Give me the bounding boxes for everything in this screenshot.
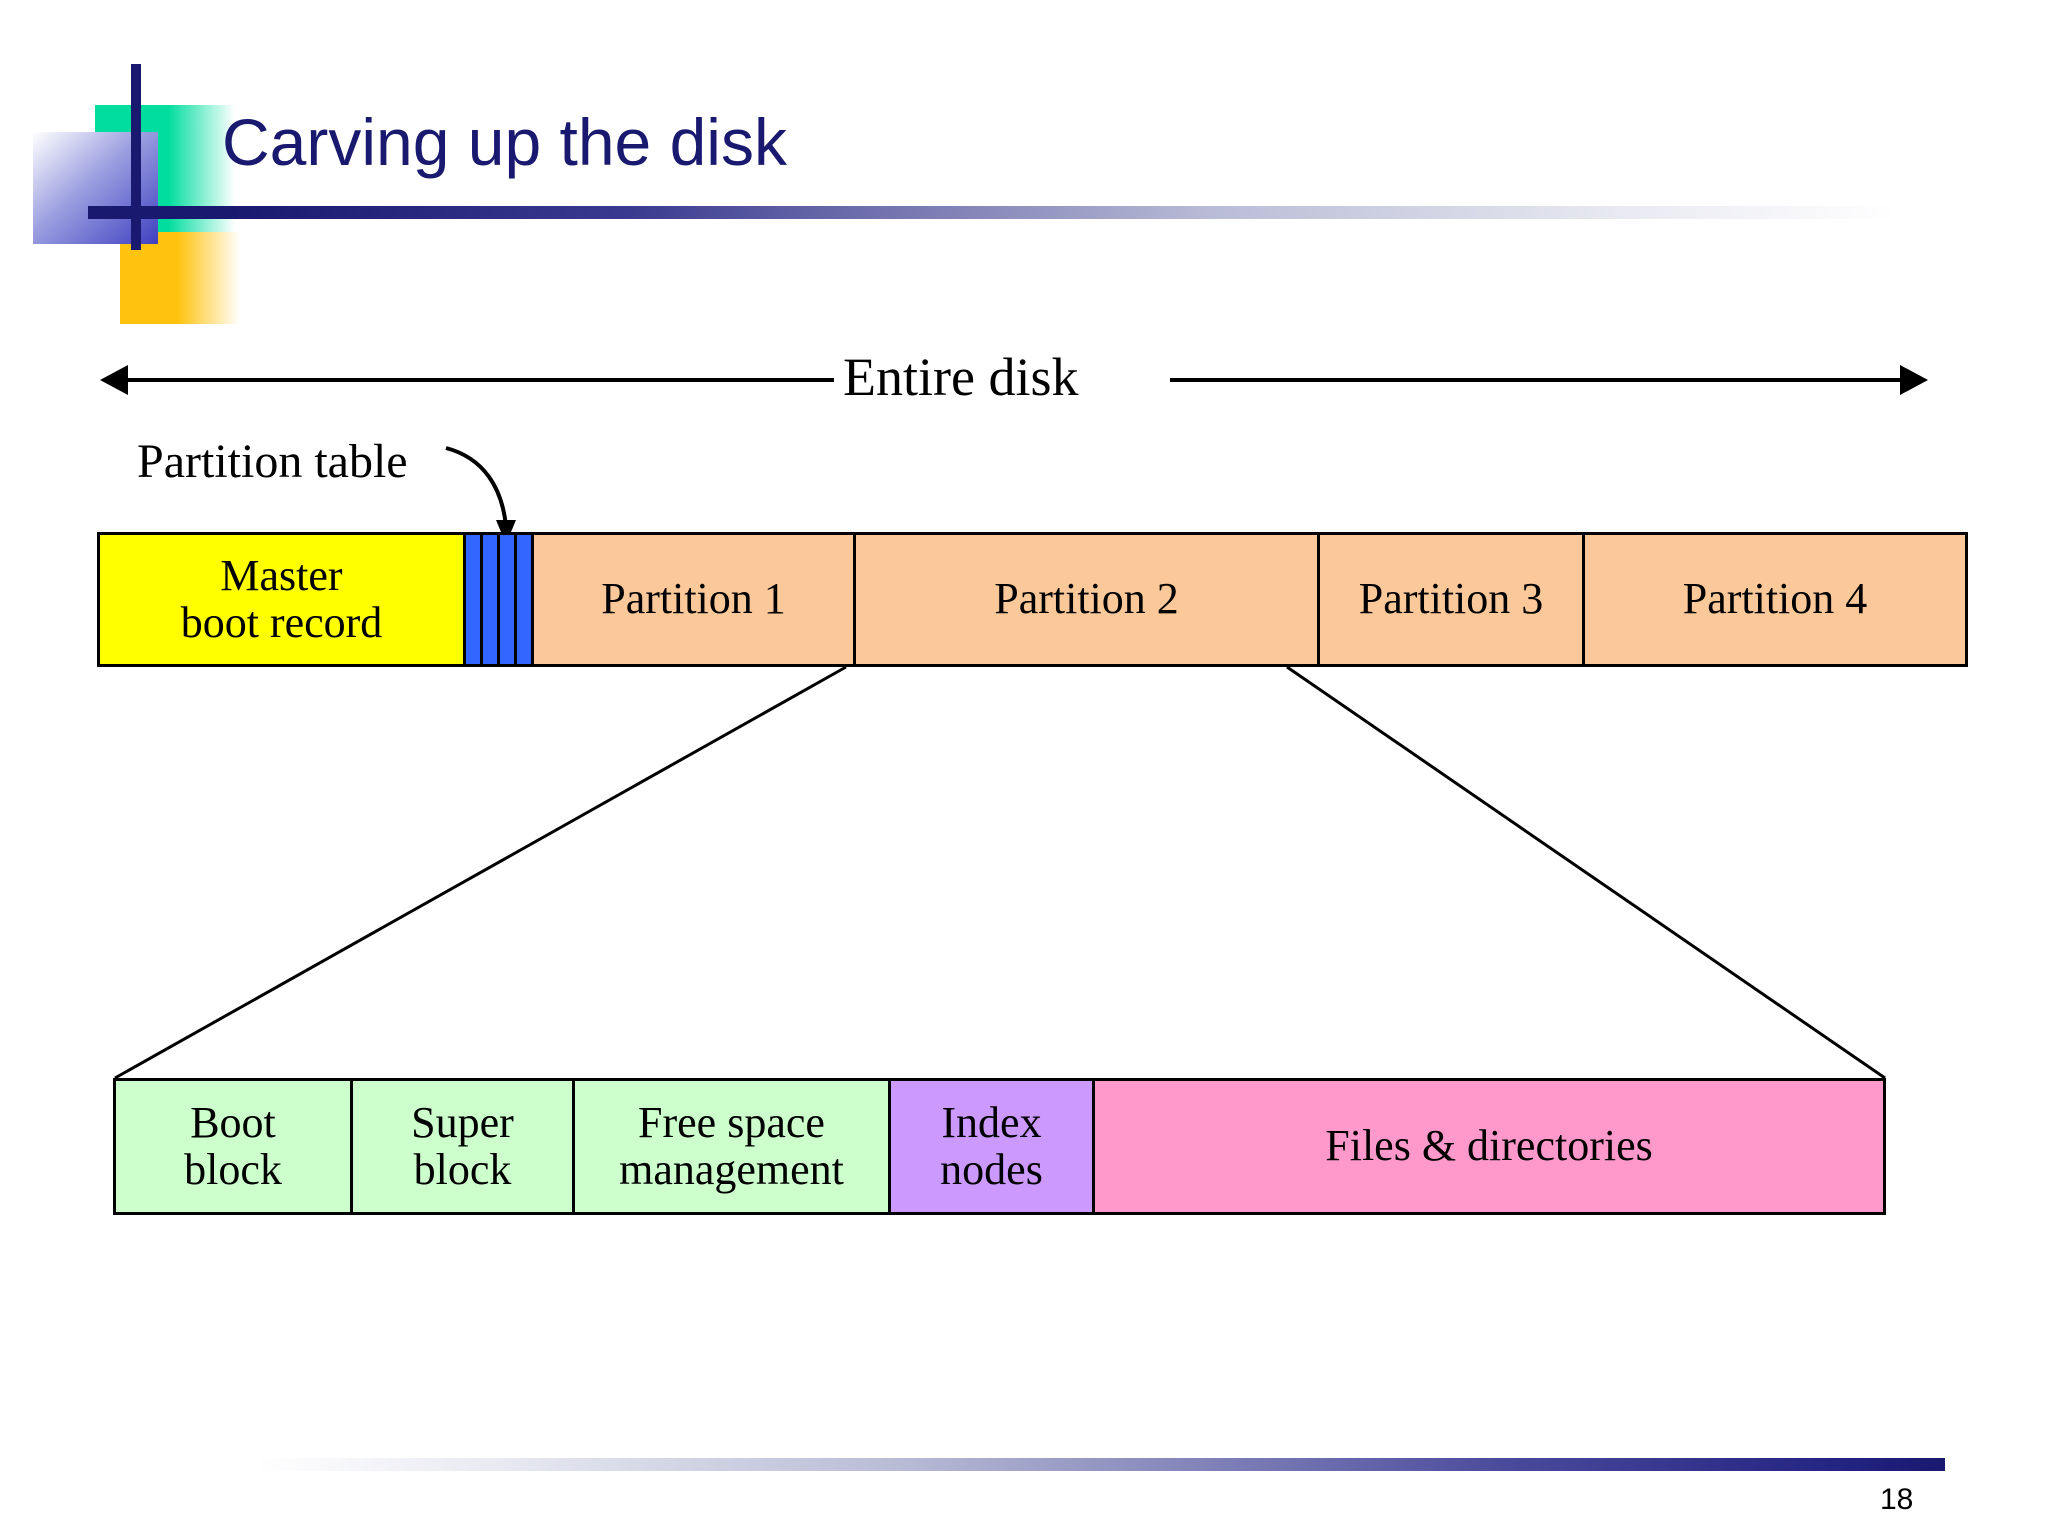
- partition-table-stripe-1: [463, 535, 480, 664]
- partition-detail-bar: Boot block Super block Free space manage…: [113, 1078, 1886, 1215]
- disk-cell-partition-3: Partition 3: [1317, 535, 1582, 664]
- entire-disk-right-line: [1170, 378, 1912, 382]
- logo-vertical-rule: [131, 64, 141, 250]
- disk-cell-partition-1: Partition 1: [531, 535, 853, 664]
- index-nodes-line-1: Index: [941, 1097, 1042, 1147]
- partition-table-stripe-3: [497, 535, 514, 664]
- detail-cell-super-block: Super block: [350, 1081, 572, 1212]
- header-horizontal-rule: [88, 206, 1898, 219]
- disk-layout-bar: Master boot record Partition 1 Partition…: [97, 532, 1968, 667]
- detail-cell-files-and-directories: Files & directories: [1092, 1081, 1883, 1212]
- disk-cell-partition-4: Partition 4: [1582, 535, 1965, 664]
- super-block-line-1: Super: [411, 1097, 514, 1147]
- mbr-line-1: Master: [220, 550, 343, 600]
- detail-cell-free-space-management: Free space management: [572, 1081, 888, 1212]
- disk-cell-master-boot-record: Master boot record: [100, 535, 463, 664]
- entire-disk-right-arrowhead: [1900, 365, 1928, 395]
- boot-block-line-1: Boot: [190, 1097, 276, 1147]
- footer-horizontal-rule: [255, 1458, 1945, 1471]
- partition-table-label: Partition table: [137, 435, 408, 488]
- page-number: 18: [1880, 1483, 1914, 1516]
- detail-cell-boot-block: Boot block: [116, 1081, 350, 1212]
- entire-disk-label: Entire disk: [843, 347, 1079, 407]
- mbr-line-2: boot record: [180, 597, 383, 647]
- disk-cell-partition-2: Partition 2: [853, 535, 1317, 664]
- partition-table-stripe-4: [514, 535, 531, 664]
- boot-block-line-2: block: [184, 1144, 282, 1194]
- partition-table-stripe-2: [480, 535, 497, 664]
- super-block-line-2: block: [413, 1144, 512, 1194]
- free-space-line-2: management: [619, 1144, 844, 1194]
- free-space-line-1: Free space: [638, 1097, 825, 1147]
- detail-cell-index-nodes: Index nodes: [888, 1081, 1092, 1212]
- page-title: Carving up the disk: [222, 105, 787, 179]
- entire-disk-left-line: [116, 378, 834, 382]
- index-nodes-line-2: nodes: [940, 1144, 1043, 1194]
